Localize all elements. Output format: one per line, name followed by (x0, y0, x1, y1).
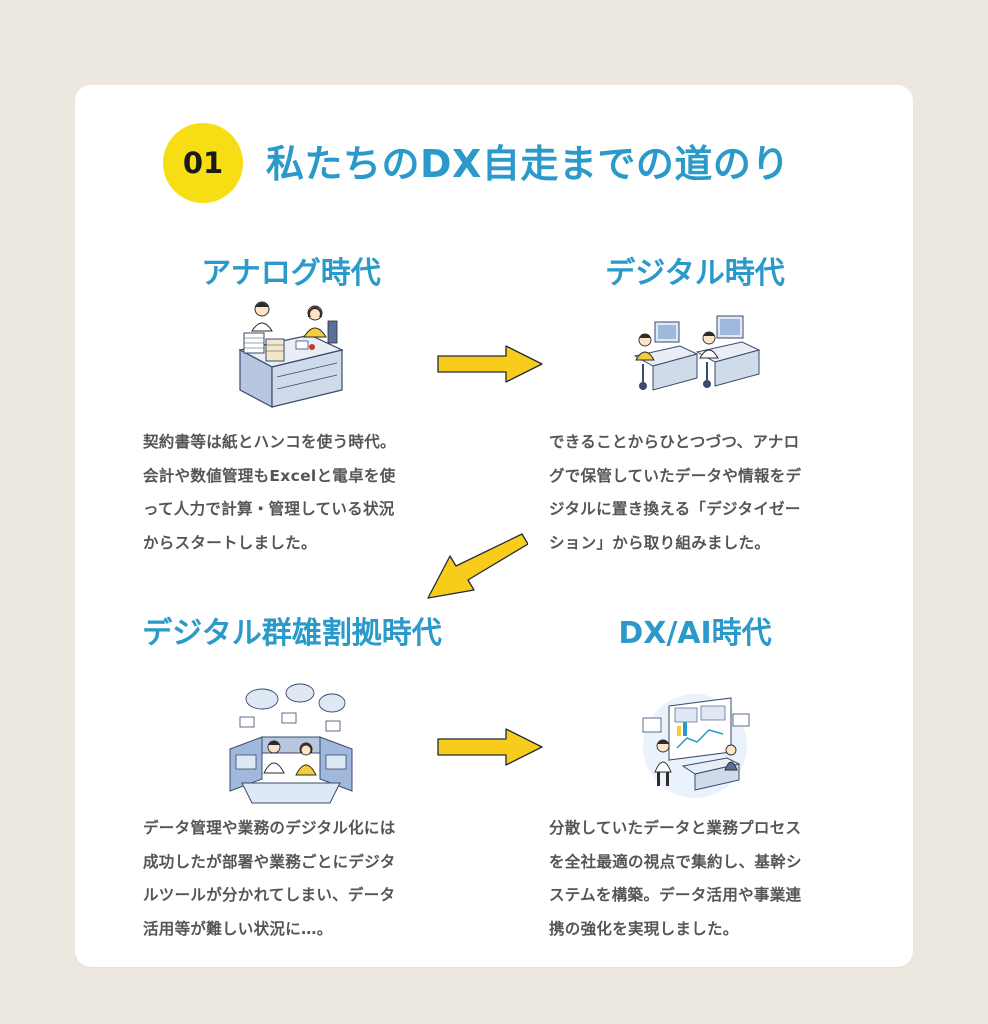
era-title-analog: アナログ時代 (201, 256, 381, 291)
right-arrow-icon (437, 345, 543, 383)
era-description-digital: できることからひとつづつ、アナロ グで保管していたデータや情報をデ ジタルに置き… (549, 433, 802, 552)
page-title: 私たちのDX自走までの道のり (266, 142, 790, 186)
step-number-badge: 01 (163, 123, 243, 203)
down-left-arrow-icon (427, 533, 528, 599)
computer-workers-illustration (633, 315, 761, 391)
right-arrow-icon (437, 728, 543, 766)
content-card (75, 85, 913, 967)
era-title-digital: デジタル時代 (605, 256, 785, 291)
siloed-tools-illustration (229, 683, 353, 804)
office-paperwork-illustration (238, 301, 344, 408)
integrated-dashboard-illustration (642, 694, 750, 798)
era-description-fragmented: データ管理や業務のデジタル化には 成功したが部署や業務ごとにデジタ ルツールが分… (143, 819, 396, 938)
era-description-analog: 契約書等は紙とハンコを使う時代。 会計や数値管理もExcelと電卓を使 って人力… (143, 433, 396, 552)
era-title-dx-ai: DX/AI時代 (618, 616, 772, 651)
era-description-dx-ai: 分散していたデータと業務プロセス を全社最適の視点で集約し、基幹シ ステムを構築… (549, 819, 802, 938)
era-title-fragmented: デジタル群雄割拠時代 (142, 616, 442, 651)
